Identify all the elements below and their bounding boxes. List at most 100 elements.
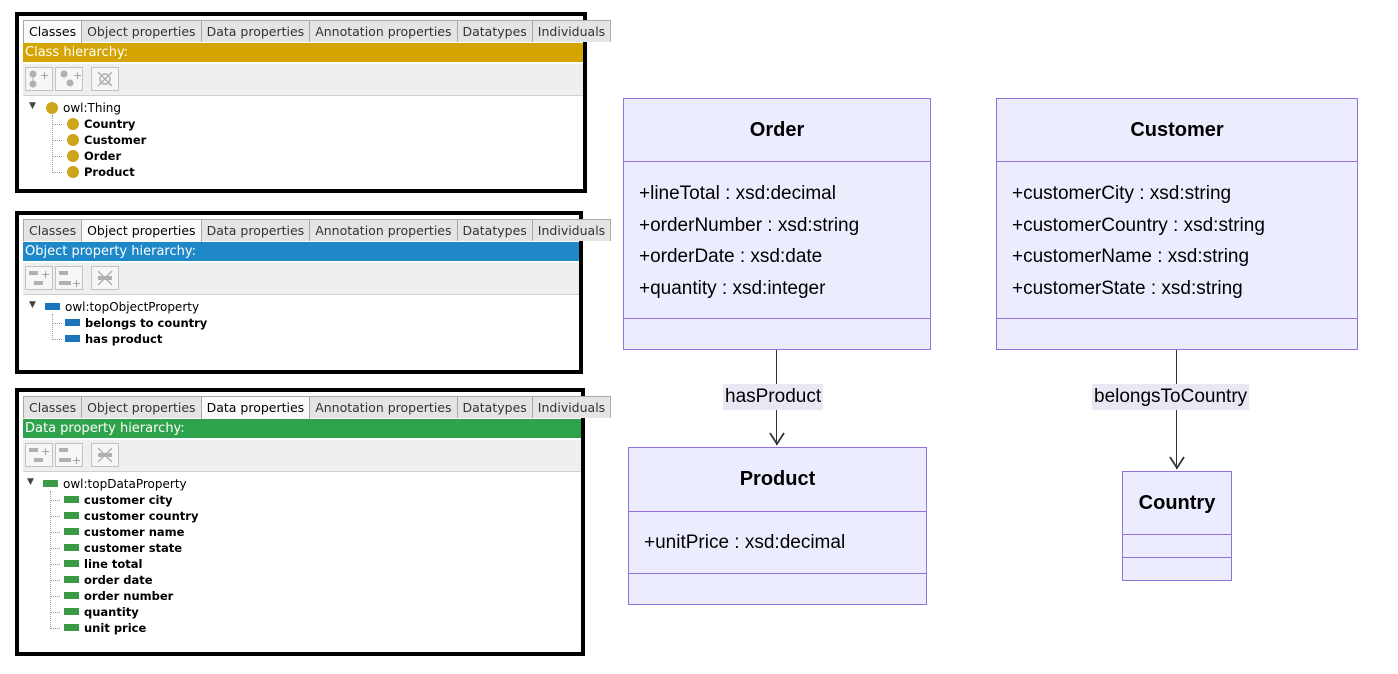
tree-node-owl-thing[interactable]: owl:Thing xyxy=(46,100,121,116)
tab-annotation-properties[interactable]: Annotation properties xyxy=(309,396,458,418)
uml-attribute: +quantity : xsd:integer xyxy=(639,277,826,299)
tree-node-object-property[interactable]: has product xyxy=(65,331,162,347)
tab-bar: Classes Object properties Data propertie… xyxy=(23,396,612,419)
uml-separator xyxy=(629,511,926,512)
uml-attribute: +lineTotal : xsd:decimal xyxy=(639,183,836,204)
class-toolbar: + + xyxy=(23,64,583,96)
svg-text:+: + xyxy=(41,445,50,458)
add-sibling-class-icon[interactable]: + xyxy=(55,67,83,91)
relation-label: hasProduct xyxy=(723,384,824,410)
tree-node-class[interactable]: Customer xyxy=(67,132,146,148)
tree-node-class[interactable]: Product xyxy=(67,164,135,180)
uml-attribute-list: +customerCity : xsd:string +customerCoun… xyxy=(1012,178,1265,304)
uml-attribute: +customerState : xsd:string xyxy=(1012,277,1243,299)
tree-node-data-property[interactable]: line total xyxy=(64,556,142,572)
add-sibling-property-icon[interactable]: + xyxy=(55,443,83,467)
tree-node-data-property[interactable]: customer country xyxy=(64,508,198,524)
expand-triangle-icon[interactable]: ▼ xyxy=(29,101,36,111)
uml-attribute: +customerCountry : xsd:string xyxy=(1012,214,1265,236)
uml-class-order[interactable]: Order +lineTotal : xsd:decimal +orderNum… xyxy=(623,98,931,350)
uml-class-country[interactable]: Country xyxy=(1122,471,1232,581)
tab-individuals[interactable]: Individuals xyxy=(531,219,612,241)
object-property-icon xyxy=(45,303,60,310)
arrow-head-icon xyxy=(1169,456,1185,470)
object-property-hierarchy-header: Object property hierarchy: xyxy=(23,242,579,261)
uml-separator xyxy=(629,573,926,574)
tree-node-data-property[interactable]: customer city xyxy=(64,492,172,508)
data-property-icon xyxy=(64,544,79,551)
data-property-icon xyxy=(43,480,58,487)
class-icon xyxy=(67,134,79,146)
tab-classes[interactable]: Classes xyxy=(23,20,83,43)
svg-text:+: + xyxy=(72,454,81,466)
tree-node-data-property[interactable]: customer name xyxy=(64,524,184,540)
tree-node-data-property[interactable]: customer state xyxy=(64,540,182,556)
tab-data-properties[interactable]: Data properties xyxy=(200,396,311,419)
tab-classes[interactable]: Classes xyxy=(23,396,83,418)
expand-triangle-icon[interactable]: ▼ xyxy=(29,300,36,310)
data-property-icon xyxy=(64,592,79,599)
tab-bar: Classes Object properties Data propertie… xyxy=(23,219,612,242)
add-sibling-property-icon[interactable]: + xyxy=(55,266,83,290)
tab-annotation-properties[interactable]: Annotation properties xyxy=(309,219,458,241)
tab-individuals[interactable]: Individuals xyxy=(531,20,612,42)
class-hierarchy-panel: Classes Object properties Data propertie… xyxy=(15,12,612,193)
expand-triangle-icon[interactable]: ▼ xyxy=(27,477,34,487)
tree-node-data-property[interactable]: order date xyxy=(64,572,153,588)
tab-annotation-properties[interactable]: Annotation properties xyxy=(309,20,458,42)
data-property-icon xyxy=(64,560,79,567)
uml-class-product[interactable]: Product +unitPrice : xsd:decimal xyxy=(628,447,927,605)
tab-object-properties[interactable]: Object properties xyxy=(81,396,202,418)
delete-property-icon[interactable] xyxy=(91,443,119,467)
data-property-icon xyxy=(64,528,79,535)
uml-class-customer[interactable]: Customer +customerCity : xsd:string +cus… xyxy=(996,98,1358,350)
tab-datatypes[interactable]: Datatypes xyxy=(456,20,533,42)
delete-property-icon[interactable] xyxy=(91,266,119,290)
class-hierarchy-header: Class hierarchy: xyxy=(23,43,583,62)
tree-node-data-property[interactable]: unit price xyxy=(64,620,146,636)
data-property-hierarchy-header: Data property hierarchy: xyxy=(23,419,581,438)
uml-separator xyxy=(624,318,930,319)
uml-attribute-list: +lineTotal : xsd:decimal +orderNumber : … xyxy=(639,178,859,304)
data-property-icon xyxy=(64,496,79,503)
uml-class-name: Country xyxy=(1138,492,1216,514)
tree-node-owl-top-object-property[interactable]: owl:topObjectProperty xyxy=(45,299,199,315)
tab-data-properties[interactable]: Data properties xyxy=(200,20,311,42)
uml-separator xyxy=(997,161,1357,162)
uml-class-name: Product xyxy=(739,468,816,490)
uml-attribute-list: +unitPrice : xsd:decimal xyxy=(644,527,845,559)
class-icon xyxy=(67,118,79,130)
tab-datatypes[interactable]: Datatypes xyxy=(456,396,533,418)
class-icon xyxy=(67,166,79,178)
svg-text:+: + xyxy=(72,277,81,289)
tab-individuals[interactable]: Individuals xyxy=(531,396,612,418)
tree-node-class[interactable]: Order xyxy=(67,148,121,164)
uml-attribute: +customerName : xsd:string xyxy=(1012,246,1250,267)
tab-data-properties[interactable]: Data properties xyxy=(200,219,311,241)
tab-datatypes[interactable]: Datatypes xyxy=(456,219,533,241)
data-property-icon xyxy=(64,576,79,583)
svg-text:+: + xyxy=(73,69,82,82)
tab-object-properties[interactable]: Object properties xyxy=(81,219,202,242)
data-property-icon xyxy=(64,624,79,631)
tab-object-properties[interactable]: Object properties xyxy=(81,20,202,42)
tree-node-object-property[interactable]: belongs to country xyxy=(65,315,207,331)
add-sub-property-icon[interactable]: + xyxy=(25,443,53,467)
delete-class-icon[interactable] xyxy=(91,67,119,91)
tree-node-class[interactable]: Country xyxy=(67,116,135,132)
object-property-toolbar: + + xyxy=(23,263,579,295)
svg-text:+: + xyxy=(40,69,49,82)
uml-separator xyxy=(1123,557,1231,558)
add-sub-property-icon[interactable]: + xyxy=(25,266,53,290)
uml-attribute: +orderNumber : xsd:string xyxy=(639,214,860,236)
tree-node-data-property[interactable]: order number xyxy=(64,588,173,604)
arrow-head-icon xyxy=(769,432,785,446)
uml-class-name: Order xyxy=(749,119,805,141)
data-property-hierarchy-panel: Classes Object properties Data propertie… xyxy=(15,388,612,656)
tree-node-data-property[interactable]: quantity xyxy=(64,604,139,620)
data-property-icon xyxy=(64,608,79,615)
tree-node-owl-top-data-property[interactable]: owl:topDataProperty xyxy=(43,476,187,492)
class-icon xyxy=(46,102,58,114)
tab-classes[interactable]: Classes xyxy=(23,219,83,241)
add-subclass-icon[interactable]: + xyxy=(25,67,53,91)
